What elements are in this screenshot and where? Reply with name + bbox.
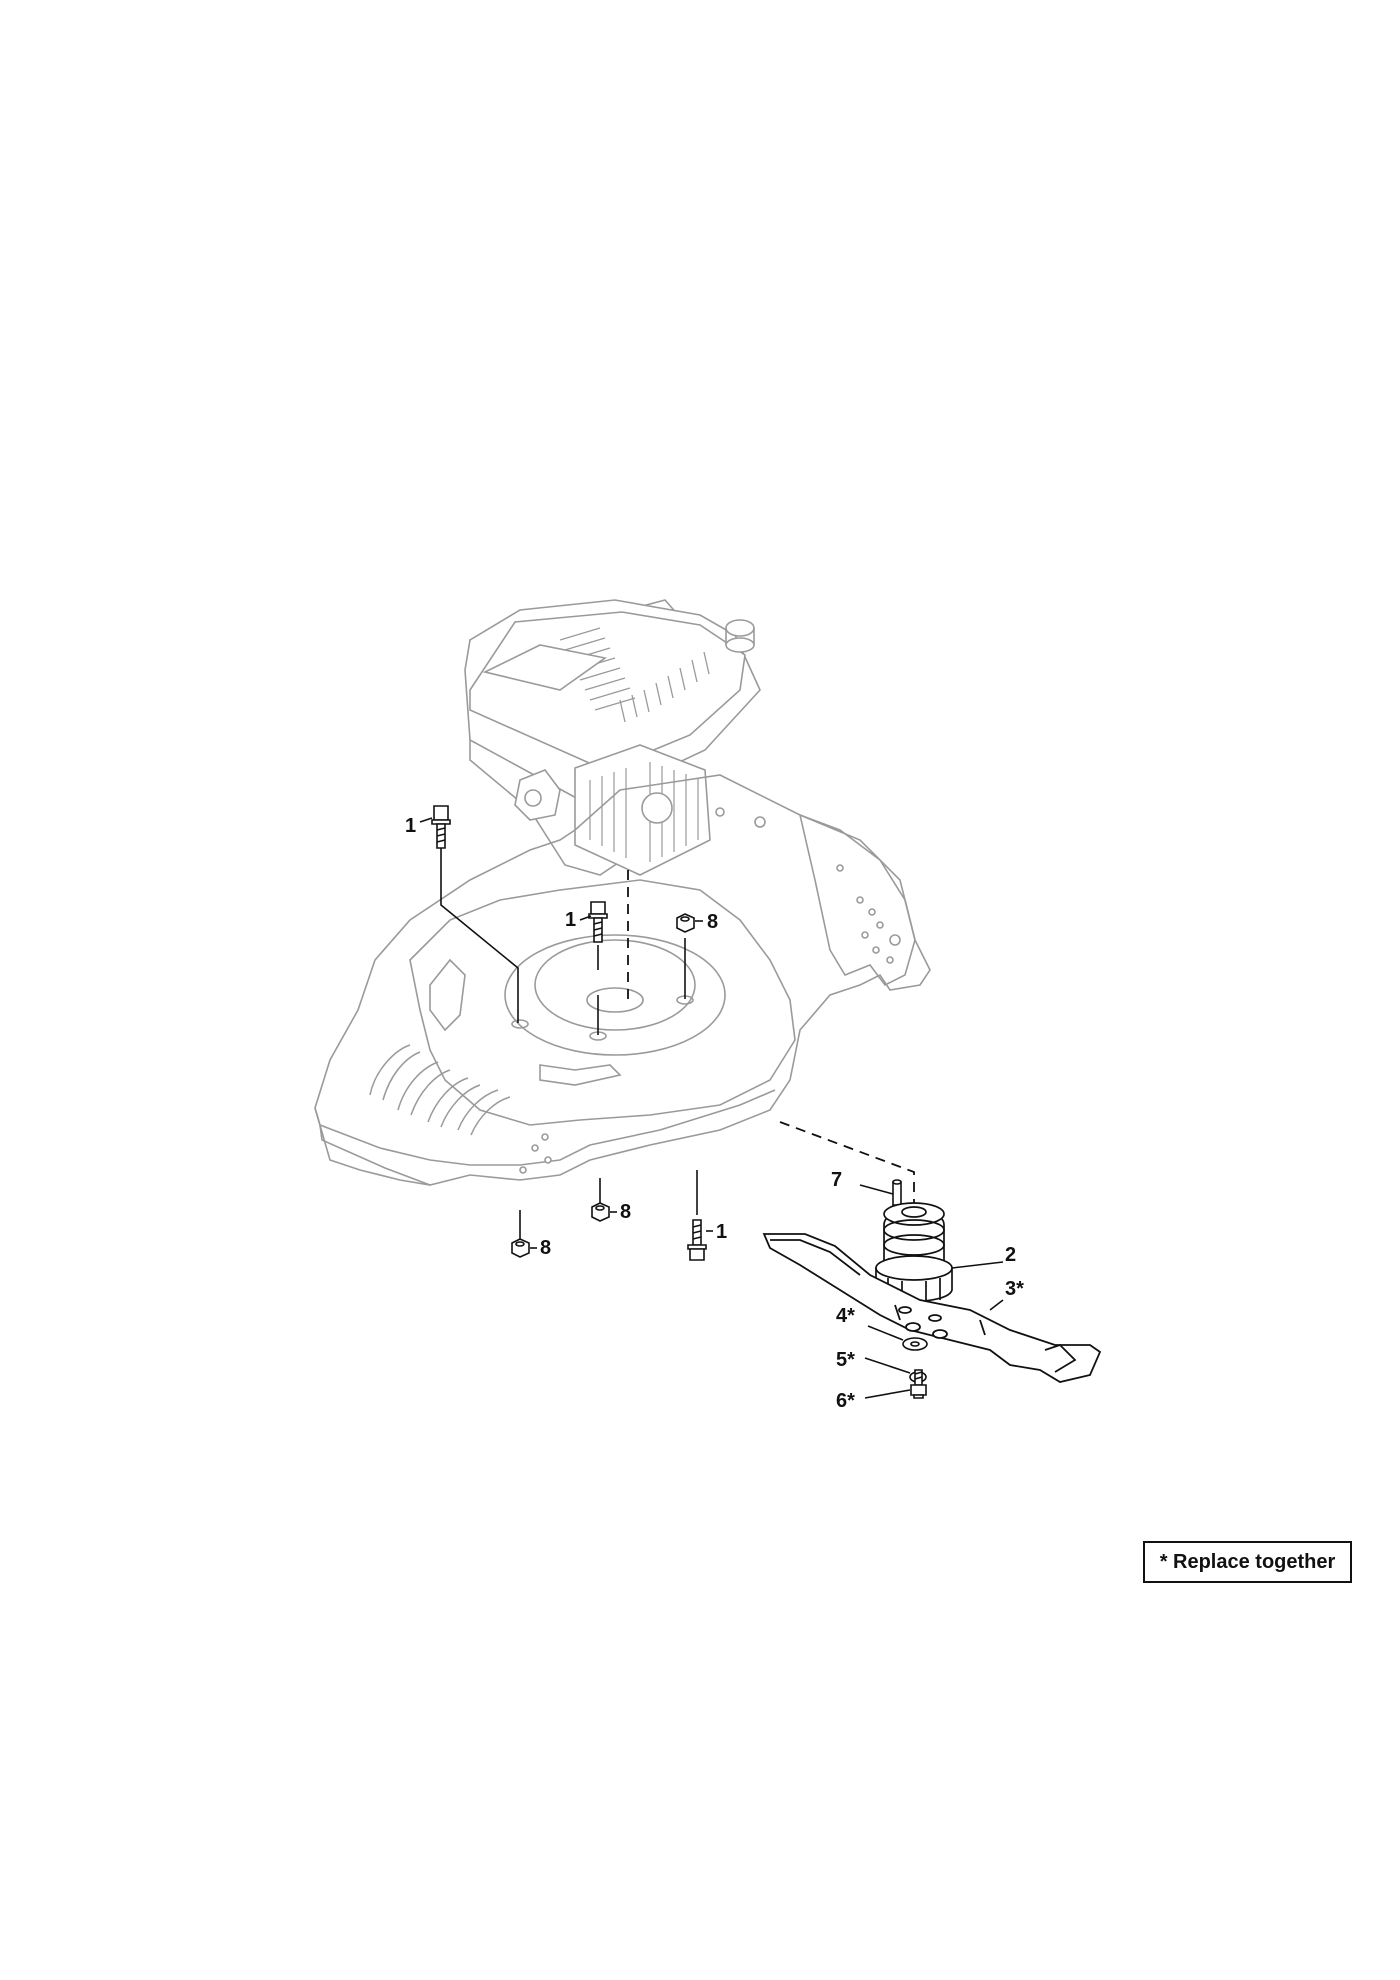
washer-part-4 — [902, 1337, 928, 1351]
blade-part-3 — [762, 1233, 1102, 1383]
callout-6: 6* — [836, 1390, 855, 1412]
bolt-part-1a — [431, 805, 451, 849]
mower-deck-ghost — [314, 774, 931, 1186]
replace-together-note-text: * Replace together — [1159, 1550, 1336, 1573]
key-pin-part-7 — [892, 1179, 902, 1206]
replace-together-note: * Replace together — [1143, 1541, 1352, 1583]
callout-1-bottom: 1 — [716, 1221, 727, 1243]
callout-1-top-left: 1 — [405, 815, 416, 837]
nut-part-8a — [676, 913, 695, 933]
callout-7: 7 — [831, 1169, 842, 1191]
callout-8-bottom-left: 8 — [540, 1237, 551, 1259]
bolt-part-1c — [687, 1219, 707, 1261]
callout-4: 4* — [836, 1305, 855, 1327]
nut-part-8b — [591, 1202, 610, 1222]
bolt-part-6 — [910, 1369, 927, 1399]
nut-part-8c — [511, 1238, 530, 1258]
callout-8-middle: 8 — [620, 1201, 631, 1223]
callout-leaders — [419, 817, 1004, 1399]
bolt-part-1b — [588, 901, 608, 943]
callout-2: 2 — [1005, 1244, 1016, 1266]
engine-ghost — [464, 599, 761, 876]
callout-5: 5* — [836, 1349, 855, 1371]
callout-1-middle: 1 — [565, 909, 576, 931]
callout-8-top-right: 8 — [707, 911, 718, 933]
leader-lines — [440, 848, 698, 1240]
callout-3: 3* — [1005, 1278, 1024, 1300]
